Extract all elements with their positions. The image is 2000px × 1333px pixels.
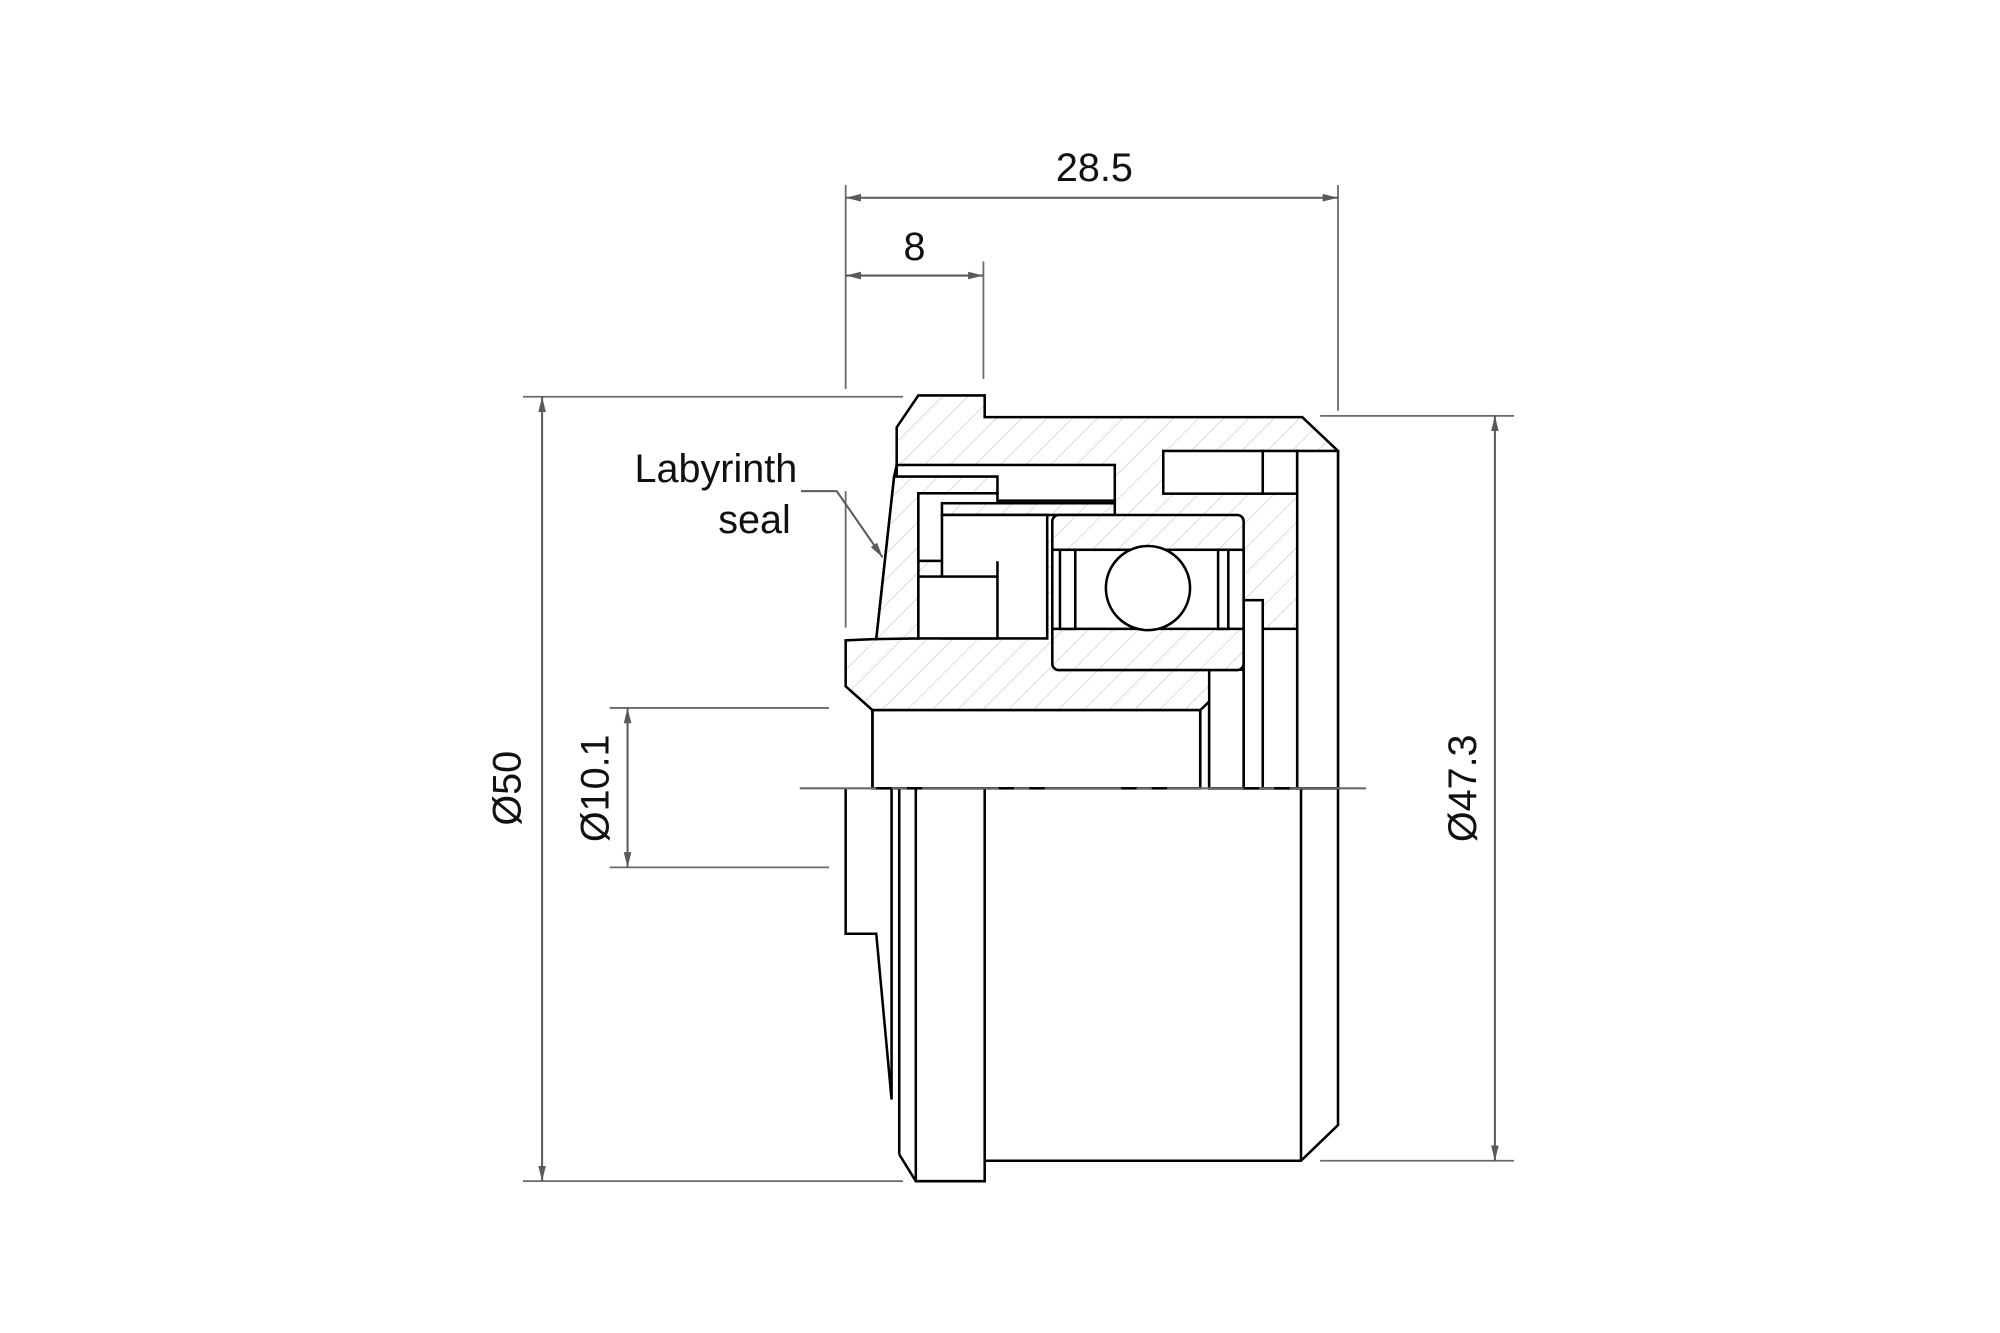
axle-sleeve [1207,668,1245,790]
spacer-ring-2 [1261,449,1299,495]
dim-label-8: 8 [904,225,926,269]
callout-line-1: Labyrinth [635,447,798,491]
spacer-ring [1161,449,1265,495]
labyrinth-seal-callout: Labyrinth seal [635,447,884,559]
seal-flange [940,501,1117,517]
bore-upper [871,708,1202,790]
bearing-ball [1104,544,1192,632]
dimension-overall-width: 28.5 [844,146,1339,628]
bearing-shield-left [1058,548,1077,631]
outer-outline-lower [844,788,893,1100]
dim-label-d10-1: Ø10.1 [573,734,617,842]
washer [1242,598,1265,790]
section-upper-half [844,394,1340,790]
dimension-outer-diameter: Ø50 [485,395,904,1183]
dimension-body-diameter: Ø47.3 [1320,414,1515,1162]
bearing-shield-right [1216,548,1230,631]
dim-label-d47-3: Ø47.3 [1441,734,1485,842]
dim-label-d50: Ø50 [485,751,529,826]
section-lower-half [844,710,1340,1183]
dimension-flange-width: 8 [845,225,985,379]
pulley-outline-lower [898,788,1340,1183]
end-plate-right [1295,449,1340,790]
seal-cavity-3 [917,575,999,640]
washer-2 [1261,627,1299,790]
dim-label-28-5: 28.5 [1056,146,1133,190]
callout-line-2: seal [718,498,791,542]
ball-bearing [1051,513,1245,672]
dimension-bore-diameter: Ø10.1 [573,707,830,869]
